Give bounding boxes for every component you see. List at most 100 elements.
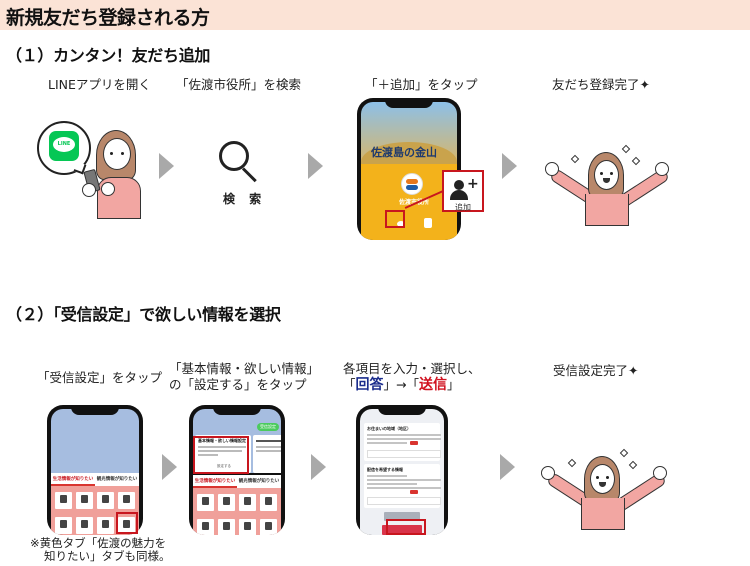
plus-icon: + (467, 176, 479, 192)
add-user-icon (454, 180, 464, 190)
step6-label-line2: の「設定する」をタップ (169, 377, 307, 392)
phone-mockup-add-friend: 佐渡島の金山 佐渡市役所 (357, 98, 461, 240)
phone-screen: 生活情報が知りたい 観光情報が知りたい (51, 409, 139, 535)
face (103, 138, 131, 170)
hand (653, 466, 667, 480)
card-text-line (198, 446, 246, 448)
sweater (585, 194, 629, 226)
arrow-right-icon (502, 153, 517, 179)
search-icon (219, 141, 249, 171)
menu-item[interactable] (218, 494, 235, 511)
card-title: 基本情報・欲しい情報設定 (198, 438, 246, 443)
menu-item[interactable] (55, 492, 72, 509)
section1-title: （１）カンタン！友だち追加 (6, 46, 211, 65)
phone-notch (385, 98, 433, 108)
phone-mockup-settings-card: 受信設定 基本情報・欲しい情報設定 設定する 生活情報が知りたい 観光情報が知り… (189, 405, 285, 535)
bracket: 「 (343, 377, 356, 392)
arrow-text: 」→「 (383, 377, 419, 392)
menu-item[interactable] (239, 494, 256, 511)
step2-label: 「佐渡市役所」を検索 (176, 77, 302, 92)
hand (82, 183, 96, 197)
menu-tabs: 生活情報が知りたい 観光情報が知りたい (193, 475, 281, 488)
menu-item[interactable] (260, 519, 277, 535)
page-title: 新規友だち登録される方 (6, 7, 210, 29)
eye (606, 476, 609, 479)
menu-item[interactable] (197, 494, 214, 511)
card-text-line (256, 450, 281, 452)
send-highlight-box (386, 519, 426, 535)
search-caption: 検 索 (223, 192, 267, 206)
receive-settings-button[interactable]: 受信設定 (257, 423, 279, 431)
eye (596, 476, 599, 479)
arrow-right-icon (500, 454, 515, 480)
hand (101, 182, 115, 196)
phone-mockup-menu: 生活情報が知りたい 観光情報が知りたい (47, 405, 143, 535)
eye (600, 172, 603, 175)
add-friend-button[interactable]: + 追加 (442, 170, 484, 212)
phone-notch (71, 405, 119, 415)
step7-label-line2: 「回答」→「送信」 (343, 377, 481, 393)
eye (110, 152, 113, 155)
menu-item[interactable] (239, 519, 256, 535)
card-text-line (198, 450, 242, 452)
hand (655, 162, 669, 176)
eye (610, 172, 613, 175)
line-logo-text: LINE (53, 137, 75, 152)
step5-label: 「受信設定」をタップ (37, 370, 163, 385)
add-label: 追加 (455, 203, 471, 212)
menu-item[interactable] (197, 519, 214, 535)
arrow-right-icon (311, 454, 326, 480)
menu-item[interactable] (76, 492, 93, 509)
header-band: 新規友だち登録される方 (0, 0, 750, 30)
form-text-line (367, 438, 441, 440)
menu-item[interactable] (97, 517, 114, 534)
hand (541, 466, 555, 480)
menu-item[interactable] (118, 492, 135, 509)
phone-screen: お住まいの地域（地区） 配信を希望する情報 (360, 409, 444, 535)
section2-title: （２）「受信設定」で欲しい情報を選択 (6, 305, 281, 324)
eye (121, 152, 124, 155)
search-icon-handle (241, 167, 257, 183)
chat-highlight-box (385, 210, 405, 228)
banner-title: 佐渡島の金山 (371, 146, 437, 159)
settings-link[interactable]: 設定する (217, 464, 231, 468)
region-select[interactable] (367, 450, 441, 458)
menu-item[interactable] (76, 517, 93, 534)
step6-label: 「基本情報・欲しい情報」 の「設定する」をタップ (169, 361, 319, 393)
menu-tabs: 生活情報が知りたい 観光情報が知りたい (51, 473, 139, 486)
keyword-icon (424, 218, 432, 228)
send-button[interactable] (382, 525, 422, 535)
note-line1: ※黄色タブ「佐渡の魅力を (30, 536, 167, 550)
phone-screen: 佐渡島の金山 佐渡市役所 (361, 102, 457, 240)
region-section: お住まいの地域（地区） (364, 423, 441, 461)
required-badge (410, 441, 418, 445)
tab-life-info[interactable]: 生活情報が知りたい (51, 473, 95, 486)
receive-settings-highlight-box (116, 512, 138, 534)
region-heading: お住まいの地域（地区） (367, 426, 411, 431)
menu-item[interactable] (55, 517, 72, 534)
form-text-line (367, 475, 407, 477)
mouth (603, 178, 610, 183)
settings-card-highlight-box (193, 436, 249, 474)
tab-tourism-info[interactable]: 観光情報が知りたい (238, 479, 280, 484)
arrow-right-icon (159, 153, 174, 179)
menu-item[interactable] (260, 494, 277, 511)
basic-info-settings-card: 基本情報・欲しい情報設定 設定する (195, 435, 251, 473)
sparkle-icon (628, 460, 638, 470)
phone-notch (213, 405, 261, 415)
menu-item[interactable] (97, 492, 114, 509)
form-text-line (367, 479, 441, 481)
note-line2: 知りたい」タブも同様。 (44, 549, 171, 563)
step8-label: 受信設定完了✦ (553, 363, 639, 378)
step3-label: 「＋追加」をタップ (365, 77, 478, 92)
menu-item[interactable] (218, 519, 235, 535)
tab-life-info[interactable]: 生活情報が知りたい (193, 475, 237, 488)
step6-label-line1: 「基本情報・欲しい情報」 (169, 361, 320, 376)
tab-tourism-info[interactable]: 観光情報が知りたい (96, 477, 138, 482)
receive-settings-menu-item[interactable] (118, 517, 135, 534)
back-button[interactable] (384, 512, 420, 521)
preferred-info-select[interactable] (367, 497, 441, 505)
menu-banner (51, 409, 139, 473)
phone-mockup-form: お住まいの地域（地区） 配信を希望する情報 (356, 405, 448, 535)
chat-button[interactable] (394, 218, 408, 230)
